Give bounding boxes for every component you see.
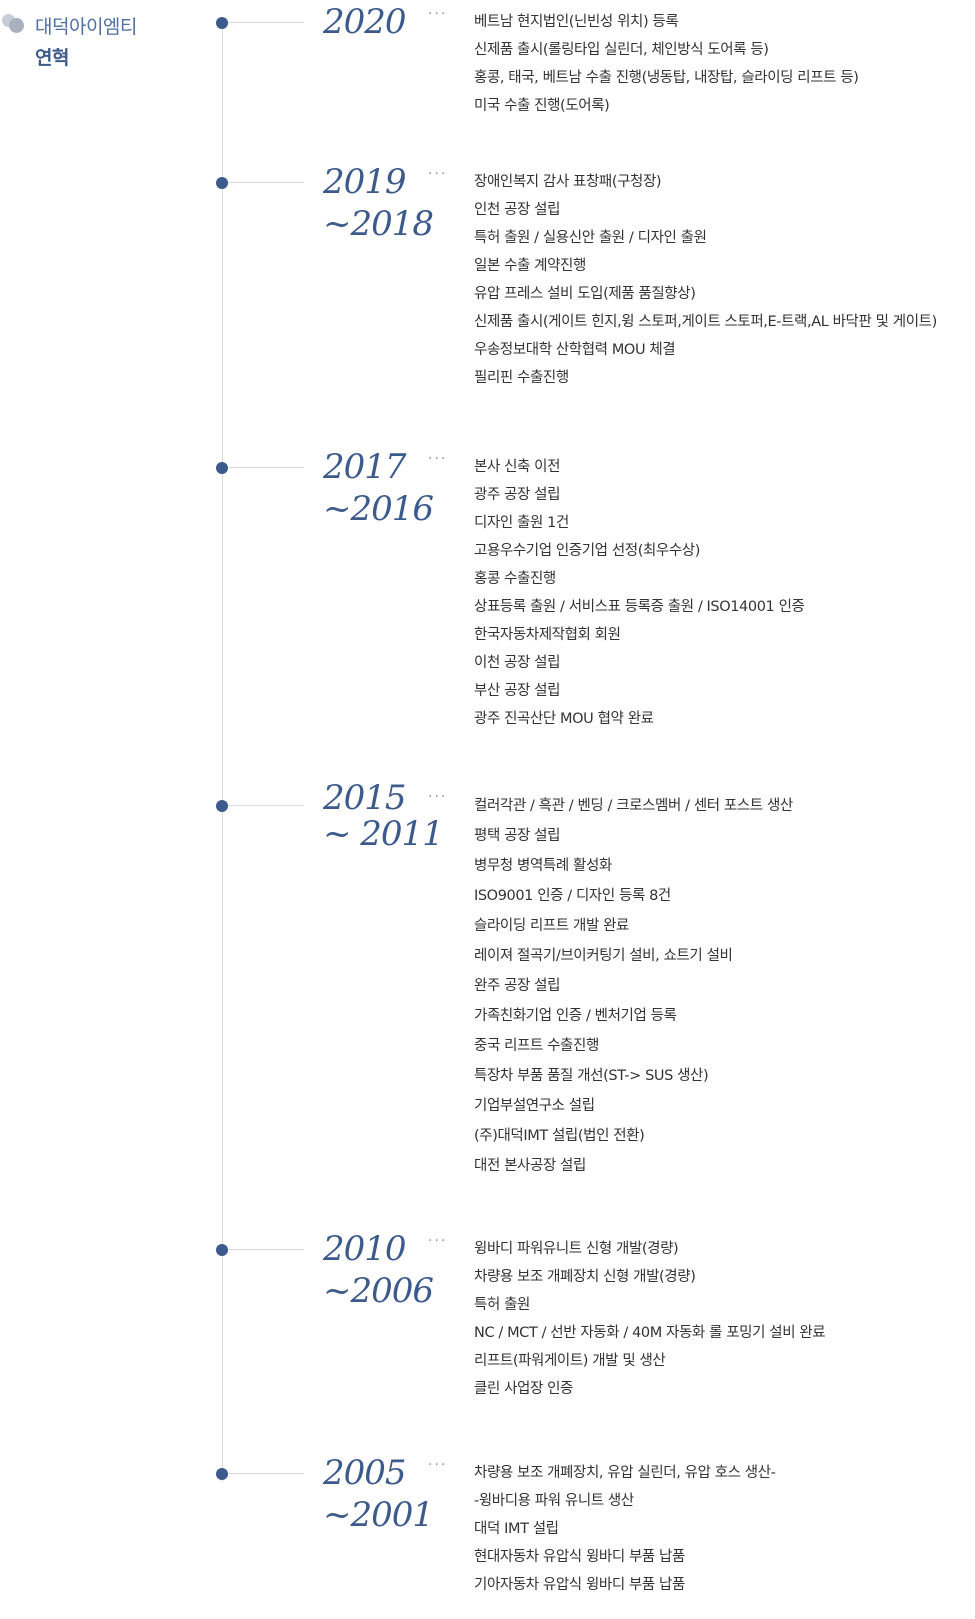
event-item: 대전 본사공장 설립 bbox=[474, 1158, 586, 1174]
timeline-year: 2015 ~ 2011 bbox=[323, 778, 444, 854]
event-item: 베트남 현지법인(닌빈성 위치) 등록 bbox=[474, 14, 679, 30]
event-item: 홍콩 수출진행 bbox=[474, 571, 556, 587]
event-item: 레이져 절곡기/브이커팅기 설비, 쇼트기 설비 bbox=[474, 948, 733, 964]
timeline-dot bbox=[216, 17, 228, 29]
event-item: 신제품 출시(롤링타입 실린더, 체인방식 도어록 등) bbox=[474, 42, 769, 58]
event-item: 리프트(파워게이트) 개발 및 생산 bbox=[474, 1353, 666, 1369]
brand-logo-icon bbox=[2, 14, 26, 34]
timeline-dot bbox=[216, 1468, 228, 1480]
event-item: 고용우수기업 인증기업 선정(최우수상) bbox=[474, 543, 700, 559]
event-item: 디자인 출원 1건 bbox=[474, 515, 569, 531]
timeline-year: 2019 ~2018 bbox=[323, 161, 434, 245]
event-item: 인천 공장 설립 bbox=[474, 202, 561, 218]
event-item: 클린 사업장 인증 bbox=[474, 1381, 573, 1397]
timeline-connector bbox=[228, 1473, 304, 1474]
year-start: 2005 bbox=[323, 1453, 407, 1493]
event-item: 본사 신축 이전 bbox=[474, 459, 561, 475]
year-start: 2010 bbox=[323, 1229, 407, 1269]
event-list: 윙바디 파워유니트 신형 개발(경량) 차량용 보조 개폐장치 신형 개발(경량… bbox=[474, 1235, 826, 1403]
timeline-dot bbox=[216, 1244, 228, 1256]
event-item: 평택 공장 설립 bbox=[474, 828, 561, 844]
event-item: 광주 진곡산단 MOU 협약 완료 bbox=[474, 711, 654, 727]
event-item: 특허 출원 / 실용신안 출원 / 디자인 출원 bbox=[474, 230, 707, 246]
event-item: (주)대덕IMT 설립(법인 전환) bbox=[474, 1128, 645, 1144]
year-start: 2017 bbox=[323, 447, 407, 487]
year-end: ~2018 bbox=[323, 204, 434, 244]
event-item: 장애인복지 감사 표창패(구청장) bbox=[474, 174, 662, 190]
year-end: ~ 2011 bbox=[323, 814, 444, 854]
timeline-year: 2005 ~2001 bbox=[323, 1452, 434, 1536]
timeline-connector bbox=[228, 467, 304, 468]
event-item: 슬라이딩 리프트 개발 완료 bbox=[474, 918, 629, 934]
ellipsis-icon: ··· bbox=[428, 789, 448, 805]
event-list: 본사 신축 이전 광주 공장 설립 디자인 출원 1건 고용우수기업 인증기업 … bbox=[474, 453, 805, 733]
year-start: 2019 bbox=[323, 162, 407, 202]
event-item: 기아자동차 유압식 윙바디 부품 납품 bbox=[474, 1577, 685, 1593]
year-start: 2020 bbox=[323, 2, 407, 42]
event-item: 이천 공장 설립 bbox=[474, 655, 561, 671]
event-item: 상표등록 출원 / 서비스표 등록증 출원 / ISO14001 인증 bbox=[474, 599, 805, 615]
timeline-dot bbox=[216, 800, 228, 812]
company-name: 대덕아이엠티 bbox=[35, 16, 137, 38]
timeline-connector bbox=[228, 805, 304, 806]
ellipsis-icon: ··· bbox=[428, 6, 448, 22]
event-item: 중국 리프트 수출진행 bbox=[474, 1038, 599, 1054]
event-item: 대덕 IMT 설립 bbox=[474, 1521, 559, 1537]
year-end: ~2006 bbox=[323, 1271, 434, 1311]
event-item: 완주 공장 설립 bbox=[474, 978, 561, 994]
timeline-dot bbox=[216, 462, 228, 474]
ellipsis-icon: ··· bbox=[428, 1233, 448, 1249]
section-title: 연혁 bbox=[35, 47, 69, 69]
event-item: 현대자동차 유압식 윙바디 부품 납품 bbox=[474, 1549, 685, 1565]
ellipsis-icon: ··· bbox=[428, 451, 448, 467]
event-item: 특허 출원 bbox=[474, 1297, 530, 1313]
event-item: 한국자동차제작협회 회원 bbox=[474, 627, 621, 643]
year-start: 2015 bbox=[323, 778, 407, 818]
event-item: 차량용 보조 개폐장치, 유압 실린더, 유압 호스 생산- bbox=[474, 1465, 776, 1481]
year-end: ~2016 bbox=[323, 489, 434, 529]
event-item: 광주 공장 설립 bbox=[474, 487, 561, 503]
ellipsis-icon: ··· bbox=[428, 1457, 448, 1473]
event-item: 윙바디 파워유니트 신형 개발(경량) bbox=[474, 1241, 679, 1257]
event-list: 차량용 보조 개폐장치, 유압 실린더, 유압 호스 생산- -윙바디용 파워 … bbox=[474, 1459, 776, 1599]
event-item: -윙바디용 파워 유니트 생산 bbox=[474, 1493, 634, 1509]
timeline-year: 2020 bbox=[323, 1, 407, 43]
event-item: 유압 프레스 설비 도입(제품 품질향상) bbox=[474, 286, 696, 302]
event-list: 장애인복지 감사 표창패(구청장) 인천 공장 설립 특허 출원 / 실용신안 … bbox=[474, 168, 937, 392]
event-item: 신제품 출시(게이트 힌지,윙 스토퍼,게이트 스토퍼,E-트랙,AL 바닥판 … bbox=[474, 314, 937, 330]
timeline-dot bbox=[216, 177, 228, 189]
event-item: 병무청 병역특례 활성화 bbox=[474, 858, 612, 874]
event-item: 일본 수출 계약진행 bbox=[474, 258, 586, 274]
timeline-axis bbox=[222, 22, 223, 1482]
year-end: ~2001 bbox=[323, 1495, 434, 1535]
timeline-year: 2017 ~2016 bbox=[323, 446, 434, 530]
event-item: 필리핀 수출진행 bbox=[474, 370, 569, 386]
timeline-connector bbox=[228, 1249, 304, 1250]
event-item: 차량용 보조 개폐장치 신형 개발(경량) bbox=[474, 1269, 696, 1285]
event-list: 베트남 현지법인(닌빈성 위치) 등록 신제품 출시(롤링타입 실린더, 체인방… bbox=[474, 8, 859, 120]
event-item: 부산 공장 설립 bbox=[474, 683, 561, 699]
event-item: 기업부설연구소 설립 bbox=[474, 1098, 595, 1114]
event-item: 가족친화기업 인증 / 벤처기업 등록 bbox=[474, 1008, 677, 1024]
timeline-connector bbox=[228, 182, 304, 183]
event-item: NC / MCT / 선반 자동화 / 40M 자동화 롤 포밍기 설비 완료 bbox=[474, 1325, 826, 1341]
ellipsis-icon: ··· bbox=[428, 166, 448, 182]
event-item: 미국 수출 진행(도어록) bbox=[474, 98, 610, 114]
timeline-connector bbox=[228, 22, 304, 23]
event-item: 홍콩, 태국, 베트남 수출 진행(냉동탑, 내장탑, 슬라이딩 리프트 등) bbox=[474, 70, 859, 86]
event-item: 특장차 부품 품질 개선(ST-> SUS 생산) bbox=[474, 1068, 709, 1084]
event-list: 컬러각관 / 흑관 / 벤딩 / 크로스멤버 / 센터 포스트 생산 평택 공장… bbox=[474, 791, 793, 1181]
event-item: 컬러각관 / 흑관 / 벤딩 / 크로스멤버 / 센터 포스트 생산 bbox=[474, 798, 793, 814]
event-item: 우송정보대학 산학협력 MOU 체결 bbox=[474, 342, 676, 358]
timeline-year: 2010 ~2006 bbox=[323, 1228, 434, 1312]
event-item: ISO9001 인증 / 디자인 등록 8건 bbox=[474, 888, 671, 904]
